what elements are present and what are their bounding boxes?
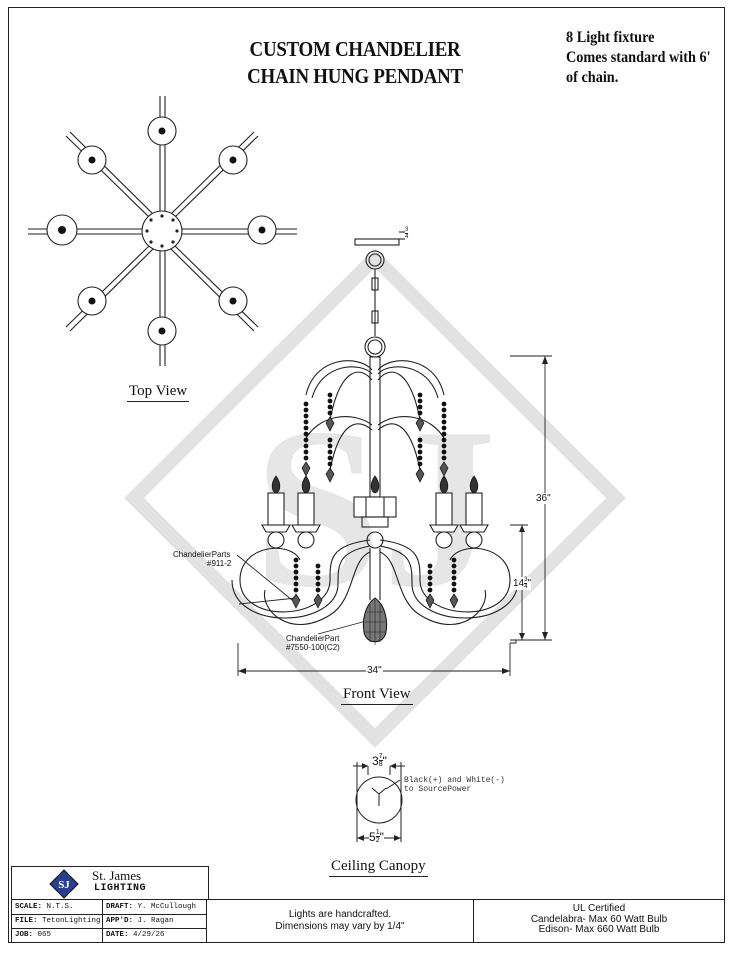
canopy-bottom-dimension: 5 1 2 " xyxy=(369,829,384,844)
fixture-notes: 8 Light fixture Comes standard with 6' o… xyxy=(566,28,711,88)
canopy-top-dimension: 3 7 8 " xyxy=(372,753,387,768)
scale-label: SCALE: xyxy=(15,903,43,911)
top-plate-dim-den: 4 xyxy=(405,233,409,240)
note-line-2: Comes standard with 6' xyxy=(566,49,711,66)
canopy-bottom-den: 2 xyxy=(375,836,380,844)
front-view-label: Front View xyxy=(341,686,413,705)
top-arms xyxy=(28,96,297,366)
watermark-diamond xyxy=(124,248,626,748)
canopy-top-den: 8 xyxy=(378,760,383,768)
wiring-note: Black(+) and White(-) to SourcePower xyxy=(404,776,505,794)
lower-dim-num: 3 xyxy=(524,577,528,583)
top-cups xyxy=(46,116,277,346)
title-info-grid: SCALE: N.T.S. DRAFT: Y. McCullough FILE:… xyxy=(11,899,207,943)
top-plate-dim-num: 3 xyxy=(405,227,409,233)
candle-flames xyxy=(271,475,479,494)
note-line-1: 8 Light fixture xyxy=(566,29,655,46)
job-label: JOB: xyxy=(15,931,34,939)
canopy-circle xyxy=(355,776,403,824)
lower-arms xyxy=(231,539,519,626)
lower-height-dimension: 14 3 4 " xyxy=(513,577,532,590)
date-value: 4/29/26 xyxy=(133,931,165,939)
scale-value: N.T.S. xyxy=(46,903,74,911)
top-cup-centers xyxy=(58,127,266,335)
canopy-top-unit: " xyxy=(382,753,387,768)
part-label-7550: ChandelierPart #7550-100(C2) xyxy=(286,634,340,652)
height-dimension: 36" xyxy=(536,493,551,504)
canopy-bottom-unit: " xyxy=(379,829,384,844)
draft-value: Y. McCullough xyxy=(137,903,197,911)
title-line-1: CUSTOM CHANDELIER xyxy=(249,37,461,61)
note-line-3: of chain. xyxy=(566,69,619,86)
file-label: FILE: xyxy=(15,917,38,925)
canopy-view-label: Ceiling Canopy xyxy=(329,858,428,877)
certification-note: UL Certified Candelabra- Max 60 Watt Bul… xyxy=(473,899,725,943)
brand-name: St. James xyxy=(92,868,142,883)
top-plate-dim: 3 4 xyxy=(405,227,409,240)
draft-label: DRAFT: xyxy=(106,903,134,911)
canopy-top-whole: 3 xyxy=(372,753,379,768)
row-job-date: JOB: 065 DATE: 4/29/26 xyxy=(12,928,206,943)
cert-line3: Edison- Max 660 Watt Bulb xyxy=(538,924,660,935)
wiring-note-line2: to SourcePower xyxy=(404,785,472,794)
brand-logo-text: SJ xyxy=(58,879,70,891)
canopy-bottom-whole: 5 xyxy=(369,829,376,844)
brand-sub: LIGHTING xyxy=(94,883,147,894)
job-value: 065 xyxy=(37,931,52,939)
file-value: TetonLighting xyxy=(42,917,101,925)
wiring-note-line1: Black(+) and White(-) xyxy=(404,776,505,785)
canopy-top-fraction: 7 8 xyxy=(378,753,383,768)
canopy-bottom-num: 1 xyxy=(375,829,380,836)
top-hub-dots xyxy=(145,214,179,248)
row-file-appd: FILE: TetonLighting APP'D: J. Ragan xyxy=(12,914,206,929)
grid-divider xyxy=(102,900,103,942)
appd-label: APP'D: xyxy=(106,917,134,925)
part-label-911-line1: ChandelierParts xyxy=(173,550,231,559)
dimension-arrows xyxy=(238,356,548,674)
upper-arms xyxy=(304,360,446,471)
brand-logo: SJ xyxy=(49,869,79,899)
canopy-top-num: 7 xyxy=(378,753,383,760)
lower-dim-den: 4 xyxy=(524,583,528,590)
title-block: SJ St. James LIGHTING SCALE: N.T.S. DRAF… xyxy=(8,866,725,943)
drawing-title: CUSTOM CHANDELIER CHAIN HUNG PENDANT xyxy=(198,36,513,90)
part-label-7550-line1: ChandelierPart xyxy=(286,634,340,643)
top-view-label: Top View xyxy=(127,383,190,402)
lower-dim-whole: 14 xyxy=(513,578,525,589)
bead-strands xyxy=(293,392,457,593)
width-dimension: 34" xyxy=(366,665,383,676)
part-label-7550-line2: #7550-100(C2) xyxy=(286,643,340,652)
part-label-911-line2: #911-2 xyxy=(207,559,232,568)
lower-dim-fraction: 3 4 xyxy=(524,577,528,590)
ceiling-plate xyxy=(354,238,400,246)
bottom-finial xyxy=(362,597,388,645)
candles xyxy=(261,492,489,549)
handcrafted-note: Lights are handcrafted. Dimensions may v… xyxy=(207,899,473,943)
part-label-911: ChandelierParts #911-2 xyxy=(173,550,231,568)
handcrafted-line2: Dimensions may vary by 1/4" xyxy=(275,921,405,932)
row-scale-draft: SCALE: N.T.S. DRAFT: Y. McCullough xyxy=(12,900,206,915)
handcrafted-line1: Lights are handcrafted. xyxy=(288,909,392,920)
brand-block: SJ St. James LIGHTING xyxy=(11,866,209,900)
cert-line2: Candelabra- Max 60 Watt Bulb xyxy=(530,913,668,925)
crystal-drops xyxy=(291,416,459,609)
title-line-2: CHAIN HUNG PENDANT xyxy=(247,64,463,88)
appd-value: J. Ragan xyxy=(137,917,174,925)
date-label: DATE: xyxy=(106,931,129,939)
chain xyxy=(371,269,379,336)
lower-dim-unit: " xyxy=(527,578,532,589)
cert-line1: UL Certified xyxy=(572,903,626,914)
canopy-bottom-fraction: 1 2 xyxy=(375,829,380,844)
